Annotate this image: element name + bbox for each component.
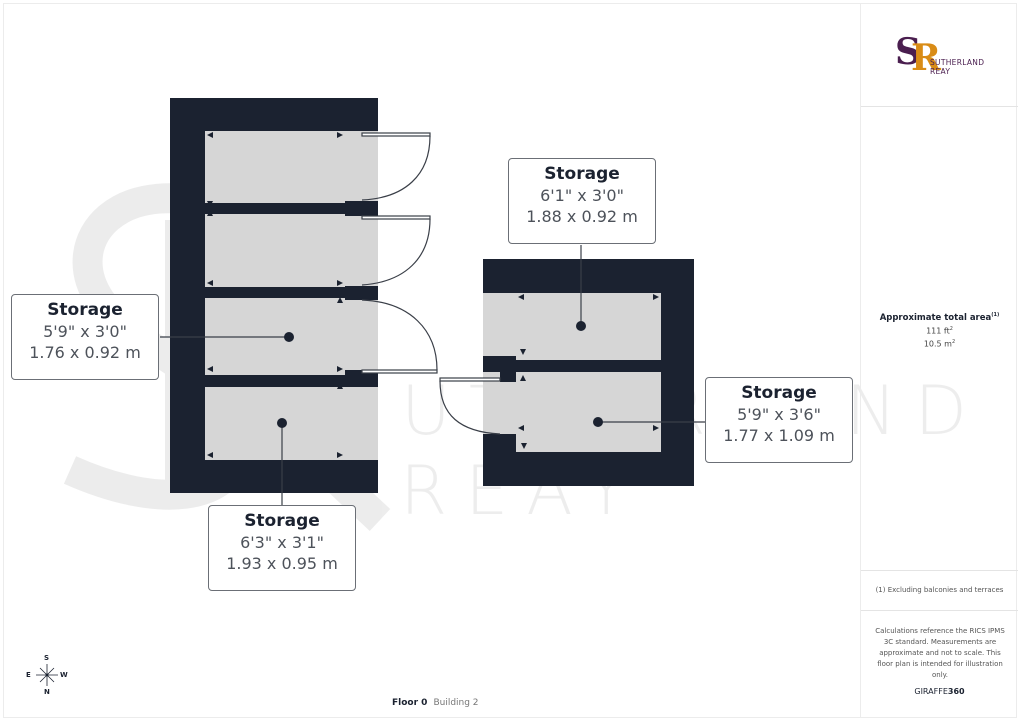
brand-logo: S R SUTHERLAND REAY [895,31,995,83]
room-dimensions-imperial: 6'3" x 3'1" [240,533,324,552]
room-dimensions-metric: 1.93 x 0.95 m [226,554,338,573]
door-swings-left [361,132,438,374]
room-name: Storage [544,164,620,184]
label-leaders [160,245,706,505]
room-label-storage-3: Storage 5'9" x 3'6" 1.77 x 1.09 m [705,377,853,463]
provider-logo: GIRAFFE360 [914,687,965,696]
area-footnote: (1) Excluding balconies and terraces [875,586,1004,594]
floor-label: Floor 0 Building 2 [392,698,479,708]
room-label-storage-2: Storage 6'1" x 3'0" 1.88 x 0.92 m [508,158,656,244]
compass-bottom: N [44,688,50,696]
room-dimensions-imperial: 5'9" x 3'6" [737,405,821,424]
right-building [483,259,694,486]
room-name: Storage [741,383,817,403]
room-dimensions-imperial: 5'9" x 3'0" [43,322,127,341]
compass-right: W [60,671,68,679]
total-area-sqft: 111 ft2 [926,326,953,336]
building-name: Building 2 [433,698,479,708]
room-name: Storage [47,300,123,320]
room-name: Storage [244,511,320,531]
label-dots [277,321,603,428]
page-frame [3,3,1017,718]
info-sidebar: S R SUTHERLAND REAY Approximate total ar… [860,3,1018,718]
room-label-storage-1: Storage 5'9" x 3'0" 1.76 x 0.92 m [11,294,159,380]
area-footnote-marker: (1) [991,312,1000,318]
dimension-markers [207,132,659,458]
logo-text-line1: SUTHERLAND [930,58,985,67]
logo-monogram-r: R [911,37,941,79]
sidebar-divider [861,106,1018,107]
room-dimensions-metric: 1.77 x 1.09 m [723,426,835,445]
disclaimer-text: Calculations reference the RICS IPMS 3C … [875,627,1005,679]
room-dimensions-imperial: 6'1" x 3'0" [540,186,624,205]
logo-monogram-s: S [895,31,921,73]
room-dimensions-metric: 1.88 x 0.92 m [526,207,638,226]
room-dimensions-metric: 1.76 x 0.92 m [29,343,141,362]
sidebar-divider [861,610,1018,611]
floor-plan [63,98,706,531]
sidebar-divider [861,570,1018,571]
compass: S N E W [24,652,70,698]
total-area-title: Approximate total area(1) [879,312,1000,323]
compass-rose-icon [36,664,58,686]
logo-text-line2: REAY [930,67,951,76]
compass-top: S [44,654,50,662]
compass-left: E [26,671,31,679]
total-area-sqm: 10.5 m2 [923,339,956,349]
floor-name: Floor 0 [392,698,428,708]
left-building [170,98,378,493]
door-swing-right [439,377,501,435]
room-label-storage-4: Storage 6'3" x 3'1" 1.93 x 0.95 m [208,505,356,591]
